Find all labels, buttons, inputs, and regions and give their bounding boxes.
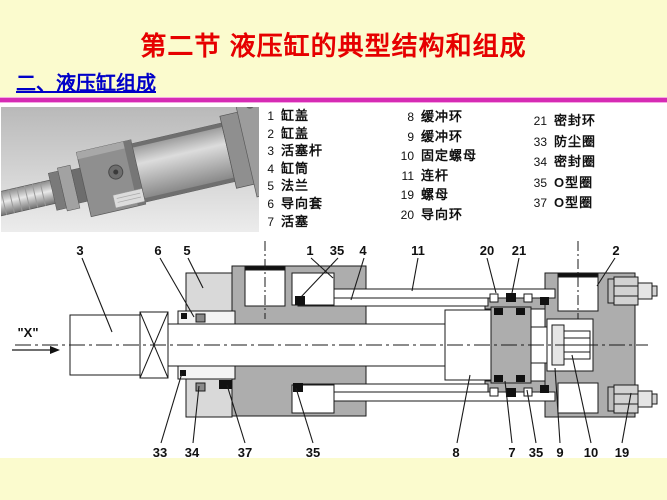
leader-lines bbox=[81, 257, 632, 444]
x-marker-label: "X" bbox=[18, 325, 39, 340]
top-part-labels: 3 6 5 1 35 4 11 20 21 2 bbox=[76, 243, 619, 258]
part-number-label: 9 bbox=[556, 445, 563, 460]
cylinder-photo bbox=[0, 86, 297, 232]
part-number-label: 35 bbox=[306, 445, 320, 460]
section-subtitle: 二、液压缸组成 bbox=[16, 73, 156, 95]
part-number-label: 4 bbox=[359, 243, 367, 258]
part-number-label: 10 bbox=[584, 445, 598, 460]
cylinder-cross-section-diagram: "X" 3 6 5 1 35 4 11 20 21 2 33 34 37 35 … bbox=[0, 233, 667, 463]
part-number-label: 2 bbox=[612, 243, 619, 258]
part-number-label: 7 bbox=[508, 445, 515, 460]
bottom-part-labels: 33 34 37 35 8 7 35 9 10 19 bbox=[153, 445, 629, 460]
part-number-label: 5 bbox=[183, 243, 190, 258]
part-number-label: 34 bbox=[185, 445, 200, 460]
part-number-label: 8 bbox=[452, 445, 459, 460]
part-number-label: 20 bbox=[480, 243, 494, 258]
part-number-label: 19 bbox=[615, 445, 629, 460]
part-number-label: 33 bbox=[153, 445, 167, 460]
part-number-label: 6 bbox=[154, 243, 161, 258]
part-number-label: 11 bbox=[411, 243, 425, 258]
part-number-label: 1 bbox=[306, 243, 313, 258]
x-marker bbox=[12, 346, 60, 354]
part-number-label: 21 bbox=[512, 243, 526, 258]
arrow-right-icon bbox=[50, 346, 60, 354]
divider-line bbox=[0, 97, 667, 103]
part-number-label: 37 bbox=[238, 445, 252, 460]
guide-rings bbox=[195, 293, 533, 397]
page-title: 第二节 液压缸的典型结构和组成 bbox=[140, 31, 527, 61]
part-number-label: 35 bbox=[529, 445, 543, 460]
seal-rings bbox=[180, 293, 549, 397]
rear-bolts bbox=[607, 276, 658, 414]
part-number-label: 35 bbox=[330, 243, 344, 258]
part-number-label: 3 bbox=[76, 243, 83, 258]
centerline bbox=[15, 241, 648, 346]
